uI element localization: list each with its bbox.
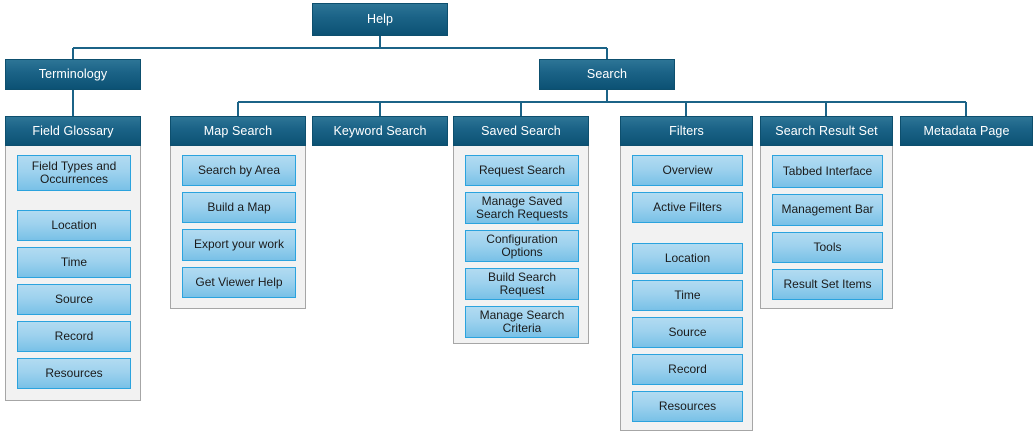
- node-search-label: Search: [586, 67, 628, 82]
- node-help[interactable]: Help: [312, 3, 448, 36]
- node-field-glossary[interactable]: Field Glossary: [5, 116, 141, 146]
- item-label: Result Set Items: [783, 276, 872, 291]
- item-label: Field Types and Occurrences: [31, 158, 117, 186]
- item-build-a-map[interactable]: Build a Map: [182, 192, 296, 223]
- item-resources[interactable]: Resources: [632, 391, 743, 422]
- item-resources[interactable]: Resources: [17, 358, 131, 389]
- node-terminology[interactable]: Terminology: [5, 59, 141, 90]
- item-label: Time: [674, 287, 701, 302]
- item-manage-saved-search-requests[interactable]: Manage Saved Search Requests: [465, 192, 579, 224]
- item-active-filters[interactable]: Active Filters: [632, 192, 743, 223]
- item-label: Export your work: [193, 237, 285, 252]
- panel-filters: Overview Active Filters Location Time So…: [620, 146, 753, 431]
- item-label: Location: [51, 217, 97, 232]
- item-label: Build a Map: [207, 199, 271, 214]
- item-record[interactable]: Record: [17, 321, 131, 352]
- panel-saved-search: Request Search Manage Saved Search Reque…: [453, 146, 589, 344]
- item-label: Overview: [662, 162, 713, 177]
- node-filters-label: Filters: [669, 123, 704, 138]
- item-label: Request Search: [478, 162, 566, 177]
- node-map-search-label: Map Search: [203, 123, 273, 138]
- node-search[interactable]: Search: [539, 59, 675, 90]
- node-saved-search[interactable]: Saved Search: [453, 116, 589, 146]
- item-label: Record: [668, 361, 707, 376]
- item-label: Resources: [45, 365, 103, 380]
- item-location[interactable]: Location: [632, 243, 743, 274]
- item-source[interactable]: Source: [17, 284, 131, 315]
- item-label: Resources: [658, 398, 717, 413]
- node-map-search[interactable]: Map Search: [170, 116, 306, 146]
- node-saved-search-label: Saved Search: [481, 123, 561, 138]
- item-label: Get Viewer Help: [195, 274, 283, 289]
- item-result-set-items[interactable]: Result Set Items: [772, 269, 883, 300]
- item-location[interactable]: Location: [17, 210, 131, 241]
- node-help-label: Help: [366, 12, 394, 27]
- item-label: Location: [664, 250, 711, 265]
- item-label: Manage Search Criteria: [479, 307, 565, 335]
- item-label: Record: [54, 328, 94, 343]
- node-metadata-page-label: Metadata Page: [923, 123, 1010, 138]
- node-keyword-search-label: Keyword Search: [333, 123, 427, 138]
- item-build-search-request[interactable]: Build Search Request: [465, 268, 579, 300]
- item-label: Search by Area: [197, 162, 281, 177]
- node-field-glossary-label: Field Glossary: [32, 123, 114, 138]
- item-label: Management Bar: [781, 202, 874, 217]
- panel-map-search: Search by Area Build a Map Export your w…: [170, 146, 306, 309]
- item-search-by-area[interactable]: Search by Area: [182, 155, 296, 186]
- panel-search-result-set: Tabbed Interface Management Bar Tools Re…: [760, 146, 893, 309]
- node-terminology-label: Terminology: [38, 67, 108, 82]
- item-label: Time: [60, 254, 88, 269]
- item-configuration-options[interactable]: Configuration Options: [465, 230, 579, 262]
- item-label: Manage Saved Search Requests: [475, 193, 569, 221]
- item-export-your-work[interactable]: Export your work: [182, 229, 296, 261]
- item-label: Configuration Options: [486, 231, 558, 259]
- panel-field-glossary: Field Types and Occurrences Location Tim…: [5, 146, 141, 401]
- item-field-types-and-occurrences[interactable]: Field Types and Occurrences: [17, 155, 131, 191]
- node-metadata-page[interactable]: Metadata Page: [900, 116, 1033, 146]
- item-management-bar[interactable]: Management Bar: [772, 194, 883, 226]
- item-label: Tabbed Interface: [782, 163, 873, 178]
- item-time[interactable]: Time: [17, 247, 131, 278]
- node-filters[interactable]: Filters: [620, 116, 753, 146]
- item-time[interactable]: Time: [632, 280, 743, 311]
- item-tools[interactable]: Tools: [772, 232, 883, 263]
- item-request-search[interactable]: Request Search: [465, 155, 579, 186]
- item-get-viewer-help[interactable]: Get Viewer Help: [182, 267, 296, 298]
- item-record[interactable]: Record: [632, 354, 743, 385]
- item-manage-search-criteria[interactable]: Manage Search Criteria: [465, 306, 579, 338]
- item-label: Active Filters: [653, 199, 722, 214]
- item-label: Source: [668, 324, 707, 339]
- item-source[interactable]: Source: [632, 317, 743, 348]
- item-tabbed-interface[interactable]: Tabbed Interface: [772, 155, 883, 188]
- node-search-result-set[interactable]: Search Result Set: [760, 116, 893, 146]
- item-label: Tools: [813, 239, 842, 254]
- node-search-result-set-label: Search Result Set: [775, 123, 878, 138]
- item-overview[interactable]: Overview: [632, 155, 743, 186]
- item-label: Build Search Request: [487, 269, 557, 297]
- item-label: Source: [54, 291, 94, 306]
- node-keyword-search[interactable]: Keyword Search: [312, 116, 448, 146]
